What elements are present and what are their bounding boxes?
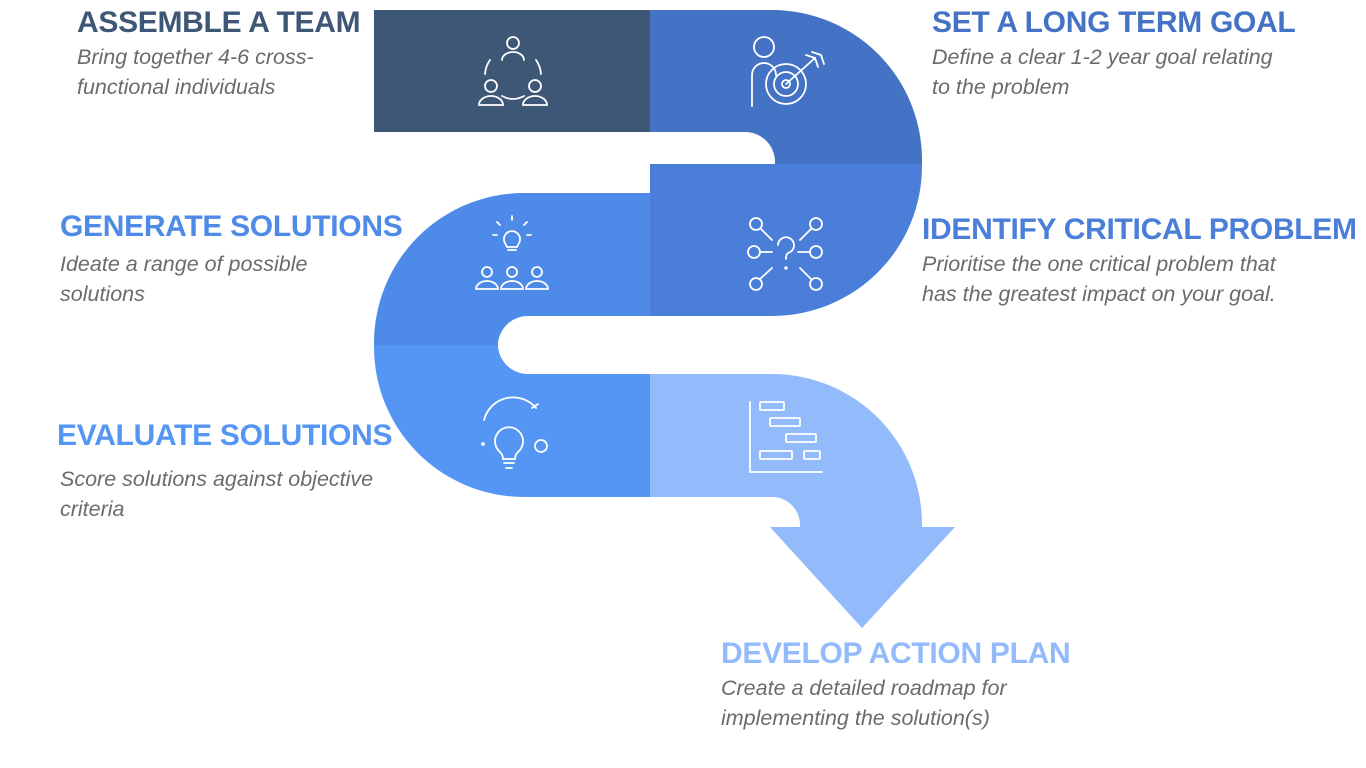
step-title-evaluate-solutions: EVALUATE SOLUTIONS	[57, 419, 393, 452]
step-title-identify-problem: IDENTIFY CRITICAL PROBLEM	[922, 213, 1357, 246]
evaluate-idea-icon	[481, 396, 548, 469]
target-goal-icon	[751, 36, 825, 107]
path-segment-goal	[650, 10, 922, 164]
step-title-action-plan: DEVELOP ACTION PLAN	[721, 637, 1071, 670]
step-title-long-term-goal: SET A LONG TERM GOAL	[932, 6, 1296, 39]
brainstorm-icon	[475, 215, 549, 290]
path-segment-evaluate	[374, 345, 650, 497]
step-title-assemble-team: ASSEMBLE A TEAM	[77, 6, 361, 39]
step-desc-assemble-team: Bring together 4-6 cross-functional indi…	[77, 45, 314, 99]
gantt-plan-icon	[749, 401, 823, 473]
problem-network-icon	[747, 217, 823, 291]
step-title-generate-solutions: GENERATE SOLUTIONS	[60, 210, 403, 243]
step-desc-identify-problem: Prioritise the one critical problem that…	[922, 252, 1276, 306]
team-icon	[478, 36, 548, 106]
path-segment-identify	[650, 164, 922, 316]
path-segment-generate	[374, 193, 650, 345]
path-segment-assemble	[374, 10, 650, 132]
path-segment-develop	[650, 374, 955, 628]
